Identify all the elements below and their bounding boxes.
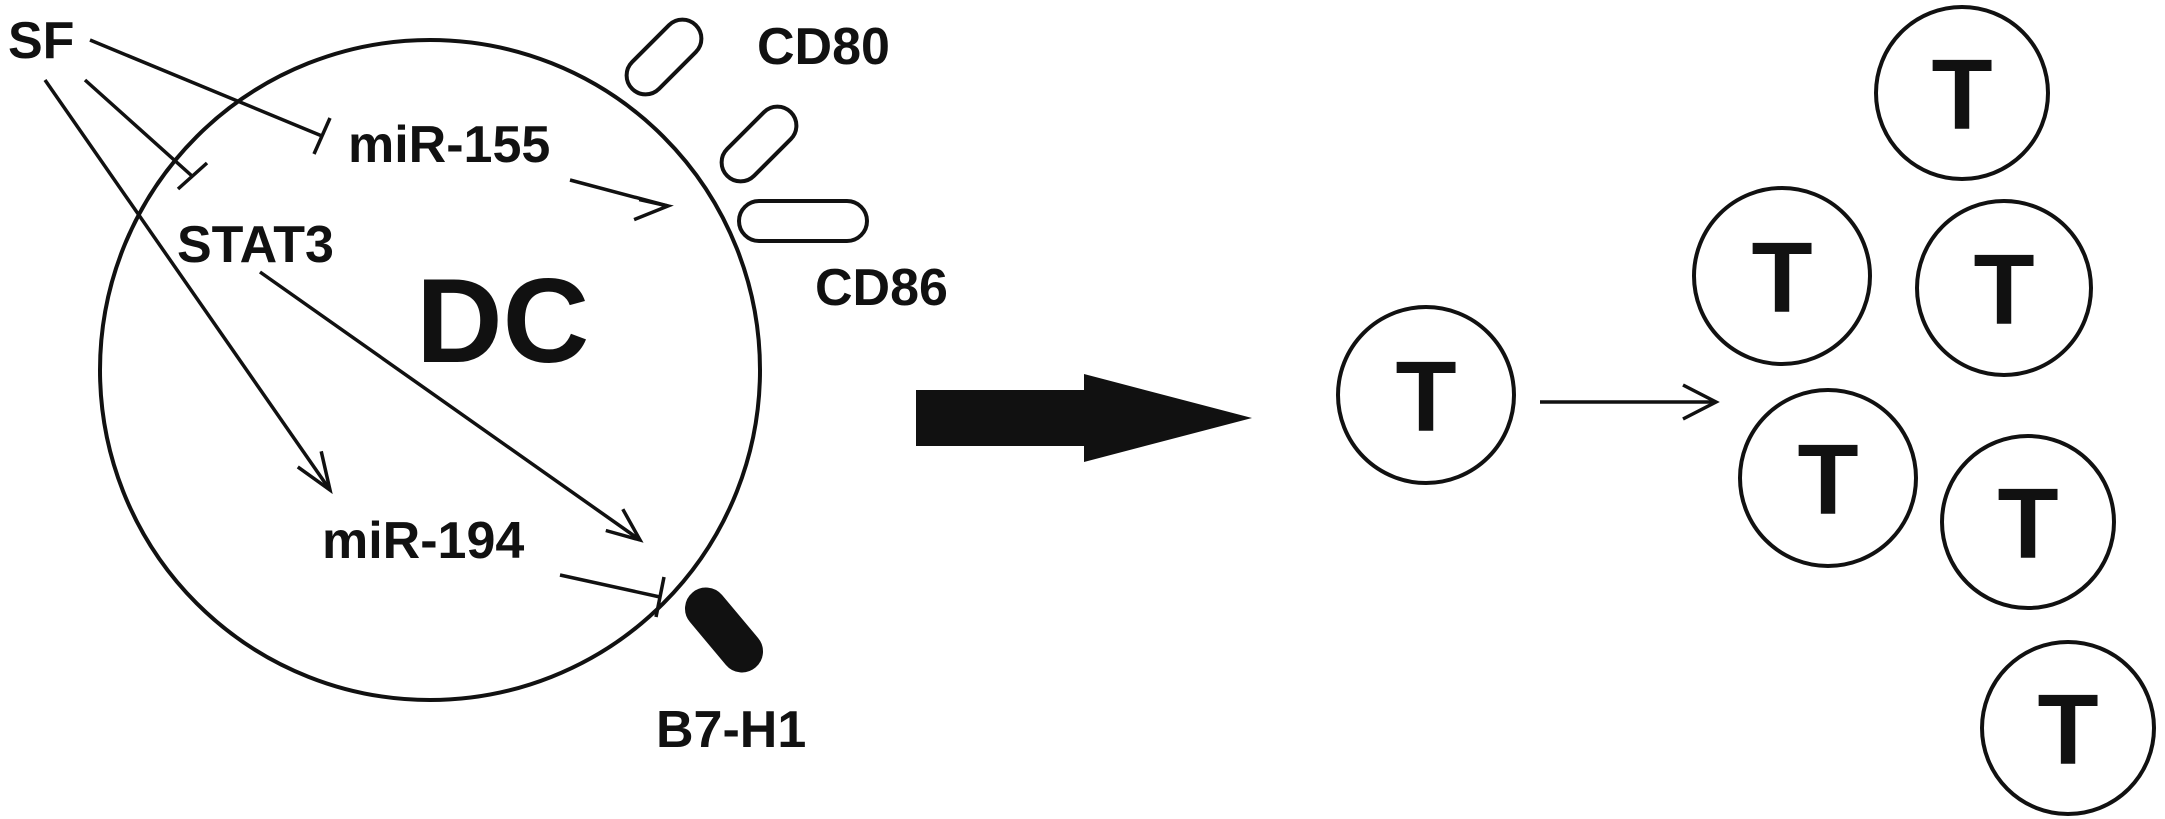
- label-b7h1: B7-H1: [656, 701, 806, 759]
- cd86-receptor: [737, 199, 869, 243]
- proliferation-arrowhead: [1682, 383, 1720, 421]
- inhibit-line-sf-stat3: [83, 78, 194, 178]
- t-cell-label: T: [1395, 341, 1456, 453]
- activate-arrowhead-cd80: [633, 197, 674, 222]
- t-cell-label: T: [1797, 424, 1858, 536]
- activate-line-stat3-b7h1: [258, 270, 642, 542]
- activate-arrowhead-mir194: [296, 450, 333, 495]
- inhibit-line-mir194-b7h1: [559, 573, 661, 599]
- label-mir194: miR-194: [322, 512, 524, 570]
- t-cell-6: T: [1980, 640, 2156, 816]
- activate-line-sf-mir194: [43, 79, 332, 491]
- t-cell-1: T: [1874, 5, 2050, 181]
- t-cell-label: T: [1931, 39, 1992, 151]
- inhibit-line-sf-mir155: [89, 38, 323, 138]
- t-cell-label: T: [2037, 674, 2098, 786]
- t-cell-2: T: [1692, 186, 1872, 366]
- t-cell-single: T: [1336, 305, 1516, 485]
- activate-arrowhead-b7h1: [605, 508, 644, 543]
- label-cd80: CD80: [757, 18, 890, 76]
- cd80-receptor-upper: [624, 17, 704, 97]
- cd80-receptor-lower: [719, 104, 799, 184]
- transition-arrow: [916, 374, 1252, 462]
- b7h1-receptor: [685, 587, 763, 673]
- t-cell-5: T: [1940, 434, 2116, 610]
- label-mir155: miR-155: [348, 116, 550, 174]
- inhibit-bar-b7h1: [654, 576, 666, 618]
- t-cell-label: T: [1751, 222, 1812, 334]
- t-cell-label: T: [1997, 468, 2058, 580]
- inhibit-bar-stat3: [176, 161, 209, 191]
- label-sf: SF: [8, 12, 74, 70]
- t-cell-3: T: [1915, 199, 2093, 377]
- label-dc: DC: [416, 254, 589, 388]
- dendritic-cell: [98, 38, 762, 702]
- inhibit-bar-mir155: [312, 117, 332, 155]
- label-cd86: CD86: [815, 259, 948, 317]
- label-stat3: STAT3: [177, 216, 334, 274]
- pathway-lines: [43, 38, 674, 618]
- t-cell-label: T: [1973, 234, 2034, 346]
- t-cell-4: T: [1738, 388, 1918, 568]
